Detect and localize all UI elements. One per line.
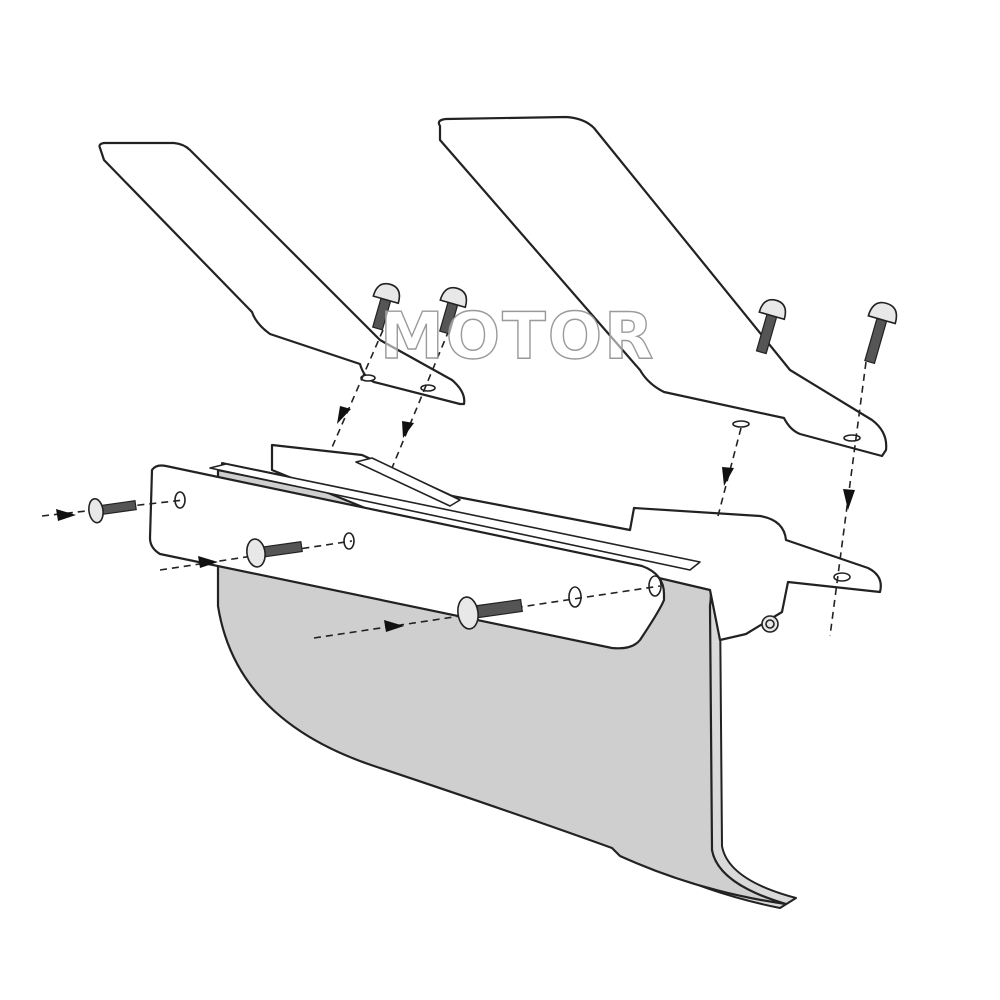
vertical-bolt xyxy=(755,298,787,355)
arrow-right-icon xyxy=(198,556,218,568)
right-strut-body xyxy=(437,115,888,458)
front-rail-hole xyxy=(568,586,582,608)
front-mounting-rail xyxy=(148,463,701,650)
guide-line xyxy=(717,427,742,517)
vertical-bolt xyxy=(864,301,898,365)
arrow-down-icon xyxy=(843,489,855,510)
front-rail-hole xyxy=(648,575,662,597)
right-strut-hole xyxy=(843,434,861,442)
front-rail-body xyxy=(148,464,666,650)
right-strut-hole xyxy=(732,420,750,428)
horizontal-bolt xyxy=(88,497,137,524)
left-upright-strut xyxy=(98,141,466,406)
guide-line xyxy=(329,329,384,453)
horizontal-bolt xyxy=(457,596,523,630)
rear-bracket-nut xyxy=(761,615,779,633)
rear-bracket-hole xyxy=(833,572,851,582)
horizontal-bolt xyxy=(246,538,303,568)
guide-line xyxy=(391,329,450,469)
arrow-down-icon xyxy=(402,421,414,438)
rear-bracket-slot xyxy=(355,457,461,507)
left-strut-body xyxy=(98,141,466,406)
front-rail-hole xyxy=(343,532,355,550)
vertical-bolt xyxy=(371,282,401,331)
arrow-down-icon xyxy=(722,467,734,486)
vertical-bolt xyxy=(438,286,468,335)
left-strut-hole xyxy=(420,384,436,392)
right-upright-strut xyxy=(437,115,888,458)
arrow-right-icon xyxy=(56,509,76,521)
front-rail-top-lip xyxy=(209,463,701,571)
arrow-down-icon xyxy=(337,406,351,424)
left-strut-hole xyxy=(360,374,376,382)
assembly-arrows xyxy=(56,406,855,632)
watermark-text: MOTOR xyxy=(380,300,655,374)
arrow-right-icon xyxy=(384,620,404,632)
